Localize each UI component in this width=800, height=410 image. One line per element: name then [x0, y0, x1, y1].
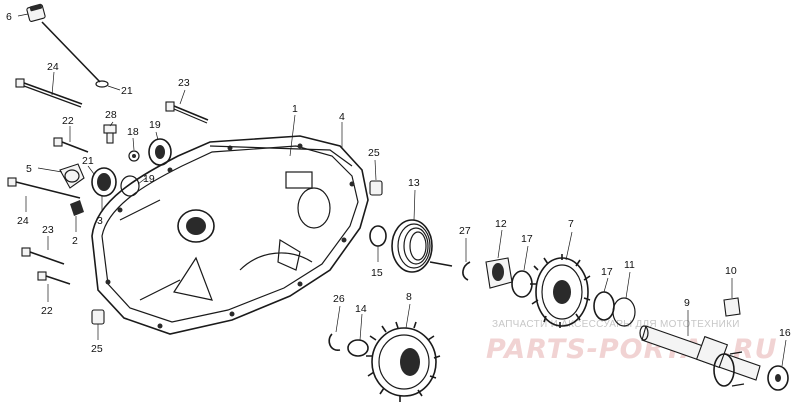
callout-labels: 6 24 21 23 1 4 28 19 22 18 5 21 19 25 13… — [6, 11, 791, 355]
callout-8: 8 — [406, 291, 412, 303]
part-gasket-4 — [209, 145, 353, 167]
part-crankcase-cover-1 — [91, 135, 369, 335]
callout-2: 2 — [72, 235, 78, 247]
part-bolt-23-left — [21, 247, 65, 265]
watermark-caption: ЗАПЧАСТИ И АКСЕССУАРЫ ДЛЯ МОТОТЕХНИКИ — [492, 319, 740, 330]
callout-14: 14 — [355, 303, 367, 315]
part-shaft-9 — [639, 325, 761, 387]
callout-19-top: 19 — [149, 119, 161, 131]
part-cover-3 — [91, 167, 117, 197]
callout-1: 1 — [292, 103, 298, 115]
callout-21-mid: 21 — [82, 155, 94, 167]
callout-22-bottom: 22 — [41, 305, 53, 317]
part-plug-28 — [103, 124, 117, 144]
callout-28: 28 — [105, 109, 117, 121]
part-oring-11 — [612, 297, 636, 327]
part-cap-5 — [59, 163, 85, 189]
callout-10: 10 — [725, 265, 737, 277]
callout-12: 12 — [495, 218, 507, 230]
part-oring-17-left — [511, 270, 533, 298]
callout-17-right: 17 — [601, 266, 613, 278]
callout-19-mid: 19 — [143, 173, 155, 185]
callout-24-left: 24 — [17, 215, 29, 227]
callout-21-top: 21 — [121, 85, 133, 97]
callout-22-top: 22 — [62, 115, 74, 127]
part-washer-14 — [347, 339, 369, 357]
part-clip-2 — [70, 200, 84, 216]
callout-11: 11 — [624, 259, 635, 271]
part-collar-12 — [485, 257, 513, 289]
part-dowel-25-bottom — [91, 309, 105, 325]
callout-23-top: 23 — [178, 77, 190, 89]
part-bolt-22-top — [53, 137, 89, 153]
part-oring-19-mid — [120, 175, 140, 197]
callout-26: 26 — [333, 293, 345, 305]
callout-3: 3 — [97, 215, 103, 227]
part-washer-15 — [369, 225, 387, 247]
callout-4: 4 — [339, 111, 345, 123]
callout-5: 5 — [26, 163, 32, 175]
callout-9: 9 — [684, 297, 690, 309]
part-washer-17-right — [593, 291, 615, 321]
callout-17-left: 17 — [521, 233, 533, 245]
part-clip-26 — [328, 333, 341, 351]
callout-13: 13 — [408, 177, 420, 189]
part-washer-18 — [128, 150, 140, 162]
part-gear-7 — [530, 254, 591, 328]
callout-23-left: 23 — [42, 224, 54, 236]
part-washer-16 — [767, 365, 789, 391]
callout-25-top: 25 — [368, 147, 380, 159]
part-bolt-24-left — [7, 177, 81, 199]
part-dowel-25-top — [369, 180, 383, 196]
part-dipstick — [26, 3, 109, 88]
callout-15: 15 — [371, 267, 383, 279]
callout-16: 16 — [779, 327, 791, 339]
part-bolt-22-bottom — [37, 271, 71, 285]
part-bolt-23-top — [165, 101, 209, 124]
callout-7: 7 — [568, 218, 574, 230]
leader-lines — [17, 13, 787, 367]
part-spring-13 — [391, 219, 453, 273]
part-bolt-24-top — [15, 78, 83, 108]
callout-25-bottom: 25 — [91, 343, 103, 355]
callout-27: 27 — [459, 225, 471, 237]
callout-24-top: 24 — [47, 61, 59, 73]
callout-6: 6 — [6, 11, 12, 23]
callout-18: 18 — [127, 126, 139, 138]
part-snapring-27 — [462, 261, 471, 281]
part-key-10 — [723, 297, 741, 317]
part-gear-8 — [366, 321, 441, 402]
